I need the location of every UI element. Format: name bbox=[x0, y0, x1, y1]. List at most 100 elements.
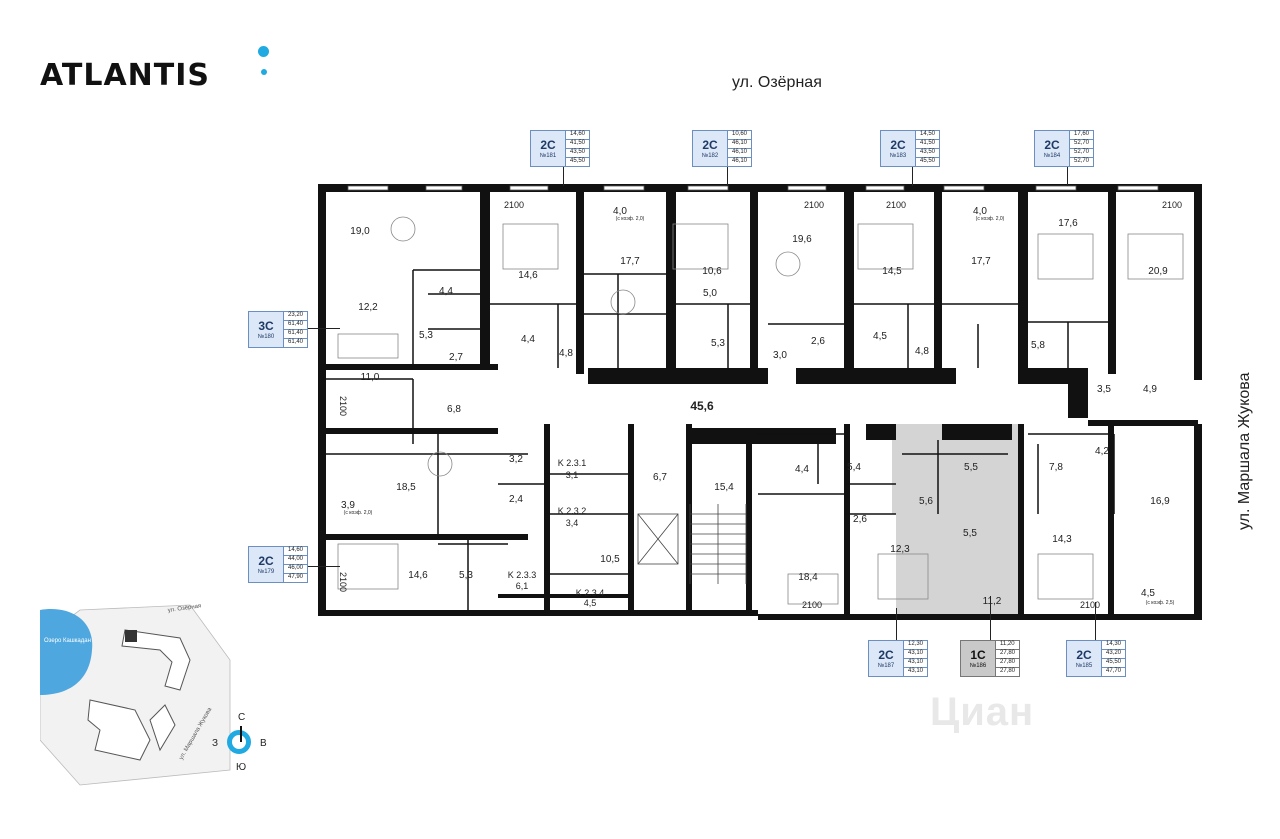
room-note: (с коэф. 2,0) bbox=[344, 510, 373, 516]
room-label: 17,7 bbox=[620, 256, 640, 267]
apartment-value: 44,00 bbox=[284, 556, 308, 565]
apartment-value: 43,10 bbox=[908, 668, 924, 674]
apartment-value: 52,70 bbox=[1074, 158, 1090, 164]
logo-dot-small bbox=[261, 69, 267, 75]
room-label: 4,2 bbox=[1095, 446, 1109, 457]
room-label: 15,4 bbox=[714, 482, 734, 493]
room-label: 14,6 bbox=[518, 270, 538, 281]
room-label: 2,7 bbox=[449, 352, 463, 363]
apartment-type: 2С bbox=[258, 554, 274, 568]
leader-line bbox=[990, 596, 991, 640]
room-label: 20,9 bbox=[1148, 266, 1168, 277]
room-label: 5,3 bbox=[419, 330, 433, 341]
room-label: 16,9 bbox=[1150, 496, 1170, 507]
room-label: 10,6 bbox=[702, 266, 722, 277]
apartment-value: 23,20 bbox=[284, 312, 308, 321]
apartment-number: №185 bbox=[1075, 663, 1093, 669]
watermark: Циан bbox=[930, 690, 1035, 734]
room-note: (с коэф. 2,5) bbox=[1146, 600, 1175, 606]
room-label: 6,8 bbox=[447, 404, 461, 415]
storage-label: K 2.3.2 bbox=[558, 506, 587, 516]
apartment-value: 45,50 bbox=[570, 158, 586, 164]
room-label: 5,3 bbox=[711, 338, 725, 349]
room-label: 5,8 bbox=[1031, 340, 1045, 351]
apartment-value: 12,30 bbox=[904, 641, 928, 650]
height-label: 2100 bbox=[1080, 600, 1100, 610]
apartment-value: 52,70 bbox=[1070, 149, 1094, 158]
interior-walls bbox=[318, 184, 1198, 614]
apartment-number: №181 bbox=[539, 153, 557, 159]
apartment-number: №186 bbox=[969, 663, 987, 669]
apartment-type: 2С bbox=[702, 138, 718, 152]
apartment-number: №183 bbox=[889, 153, 907, 159]
apartment-number: №182 bbox=[701, 153, 719, 159]
room-label: 5,4 bbox=[847, 462, 861, 473]
leader-line bbox=[563, 148, 564, 186]
apartment-value: 43,50 bbox=[566, 149, 590, 158]
leader-line bbox=[1067, 148, 1068, 186]
apartment-number: №179 bbox=[257, 569, 275, 575]
highlight-unit-186-entry bbox=[892, 438, 942, 514]
room-label: 3,9 bbox=[341, 500, 355, 511]
apartment-value: 46,10 bbox=[728, 149, 752, 158]
leader-line bbox=[727, 148, 728, 186]
outer-walls bbox=[318, 184, 1202, 620]
apartment-value: 43,10 bbox=[904, 650, 928, 659]
logo-dot bbox=[258, 46, 269, 57]
apartment-type: 2С bbox=[1076, 648, 1092, 662]
room-label: 3,0 bbox=[773, 350, 787, 361]
lake-label: Озеро Кашкадан bbox=[44, 638, 91, 644]
height-label: 2100 bbox=[802, 600, 822, 610]
apartment-type: 2С bbox=[1044, 138, 1060, 152]
leader-line bbox=[1095, 602, 1096, 640]
height-labels: 2100 2100 2100 2100 2100 2100 2100 2100 bbox=[338, 200, 1182, 610]
compass-needle-icon bbox=[240, 726, 242, 742]
apartment-value: 45,50 bbox=[1102, 659, 1126, 668]
minimap-buildings bbox=[87, 629, 191, 761]
room-label: 5,5 bbox=[964, 462, 978, 473]
room-label: 4,5 bbox=[873, 331, 887, 342]
apartment-value: 46,00 bbox=[284, 565, 308, 574]
room-label: 4,5 bbox=[1141, 588, 1155, 599]
room-label: 4,4 bbox=[521, 334, 535, 345]
height-label: 2100 bbox=[338, 396, 348, 416]
storage-label: K 2.3.4 bbox=[576, 588, 605, 598]
apartment-number: №180 bbox=[257, 334, 275, 340]
apartment-value: 27,80 bbox=[996, 659, 1020, 668]
room-label: 14,6 bbox=[408, 570, 428, 581]
leader-line bbox=[912, 148, 913, 186]
room-label: 4,0 bbox=[973, 206, 987, 217]
room-label: 19,6 bbox=[792, 234, 812, 245]
apartment-value: 47,90 bbox=[288, 574, 304, 580]
brand-logo: ATLANTIS bbox=[40, 58, 211, 93]
apartment-value: 11,20 bbox=[996, 641, 1020, 650]
room-label: 4,8 bbox=[915, 346, 929, 357]
corridor-label: 45,6 bbox=[690, 399, 714, 413]
apartment-value: 61,40 bbox=[288, 339, 304, 345]
apartment-value: 61,40 bbox=[284, 321, 308, 330]
apartment-value: 14,60 bbox=[284, 547, 308, 556]
apartment-value: 41,50 bbox=[566, 140, 590, 149]
room-label: 5,3 bbox=[459, 570, 473, 581]
room-label: 19,0 bbox=[350, 226, 370, 237]
leader-line bbox=[896, 608, 897, 640]
apartment-number: №187 bbox=[877, 663, 895, 669]
apartment-value: 43,10 bbox=[904, 659, 928, 668]
room-label: 3,2 bbox=[509, 454, 523, 465]
partitions bbox=[326, 269, 1115, 610]
compass-west: З bbox=[212, 738, 219, 749]
windows-top bbox=[347, 185, 1159, 191]
apartment-value: 52,70 bbox=[1070, 140, 1094, 149]
room-label: 3,4 bbox=[566, 518, 579, 528]
apartment-value: 43,50 bbox=[916, 149, 940, 158]
floor-plan: 19,0 12,2 4,4 5,3 2,7 11,0 6,8 14,6 4,4 … bbox=[318, 184, 1202, 620]
